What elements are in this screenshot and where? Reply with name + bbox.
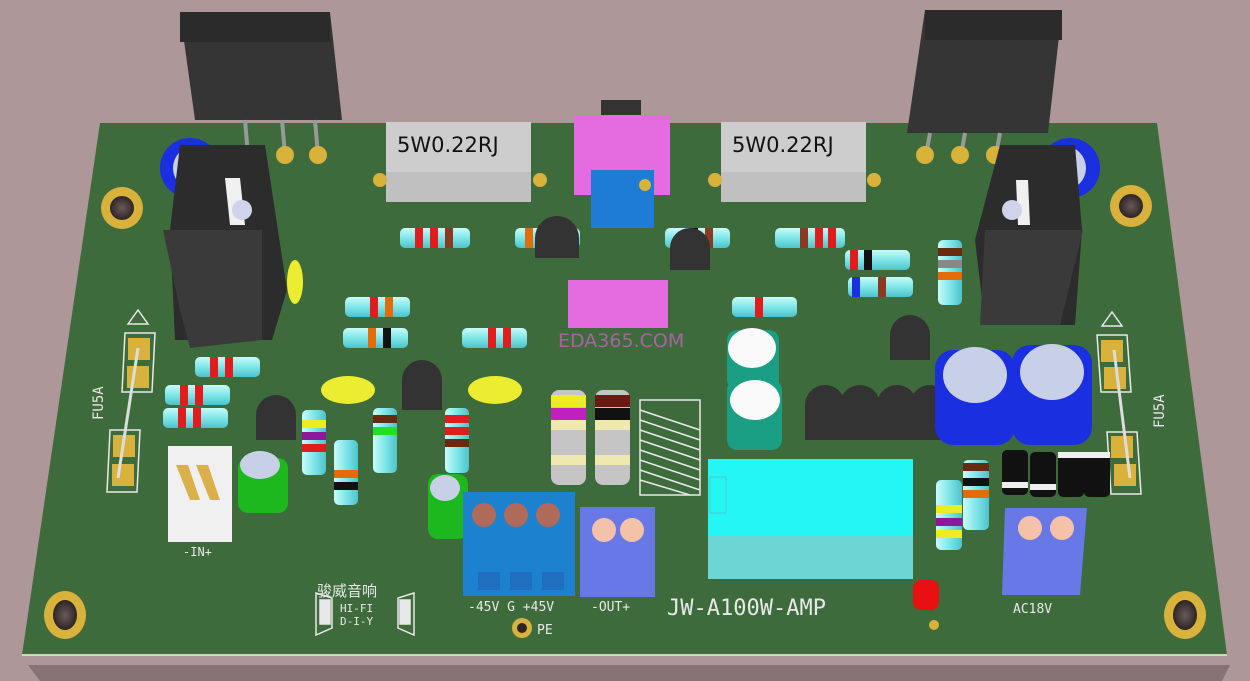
heatsink-transistor-left (163, 145, 287, 348)
power-resistor-right (708, 122, 881, 202)
inductor-footprint (639, 399, 701, 496)
electrolytic-cap-green-2 (428, 474, 468, 539)
brand-chinese: 骏威音响 (317, 582, 377, 600)
mounting-hole-tl (101, 187, 143, 229)
resistor-large-2 (595, 390, 630, 485)
led-indicator (913, 580, 939, 630)
ac-terminal-block[interactable] (1002, 508, 1087, 595)
small-transistors (256, 216, 950, 440)
watermark: EDA365.COM (558, 330, 684, 352)
power-terminal-block[interactable] (463, 492, 575, 596)
pcb-shadow (28, 665, 1230, 681)
fuse-holder-right (1096, 310, 1142, 495)
pcb-board (22, 123, 1227, 655)
output-terminal-block[interactable] (580, 507, 655, 597)
board-title: JW-A100W-AMP (667, 596, 826, 621)
power-resistor-left (373, 122, 547, 202)
brand-logo-speakers (315, 591, 415, 637)
output-terminal-label: -OUT+ (591, 600, 630, 615)
ceramic-caps (287, 260, 522, 404)
heatsink-transistor-right (975, 145, 1083, 325)
electrolytic-cap-blue-1 (935, 347, 1015, 445)
rectifier-diodes (1002, 450, 1110, 497)
brand-diy: D-I-Y (340, 615, 373, 628)
fuse-left-label: FU5A (91, 386, 107, 420)
brand-hifi: HI-FI (340, 602, 373, 615)
fuse-right-label: FU5A (1152, 394, 1168, 428)
relay (708, 459, 913, 579)
resistor-large-1 (551, 390, 586, 485)
mounting-hole-tr (1110, 185, 1152, 227)
ground-pad (512, 618, 532, 638)
fuse-holder-left (106, 308, 156, 493)
electrolytic-cap-teal (727, 328, 782, 450)
power-transistor-top-right (907, 10, 1062, 164)
ground-label: PE (537, 623, 553, 638)
trimmer-potentiometer-2 (568, 280, 668, 328)
power-resistor-left-label: 5W0.22RJ (397, 133, 499, 157)
resistor-array (163, 228, 989, 550)
trimmer-potentiometer (574, 100, 670, 228)
ac-input-label: AC18V (1013, 602, 1052, 617)
power-resistor-right-label: 5W0.22RJ (732, 133, 834, 157)
electrolytic-cap-blue-2 (1012, 344, 1092, 445)
mounting-hole-br (1164, 591, 1206, 639)
power-terminal-label: -45V G +45V (468, 600, 554, 615)
mounting-hole-bl (44, 591, 86, 639)
electrolytic-cap-green-1 (238, 451, 288, 513)
input-label: -IN+ (183, 545, 212, 559)
input-connector (168, 446, 232, 542)
